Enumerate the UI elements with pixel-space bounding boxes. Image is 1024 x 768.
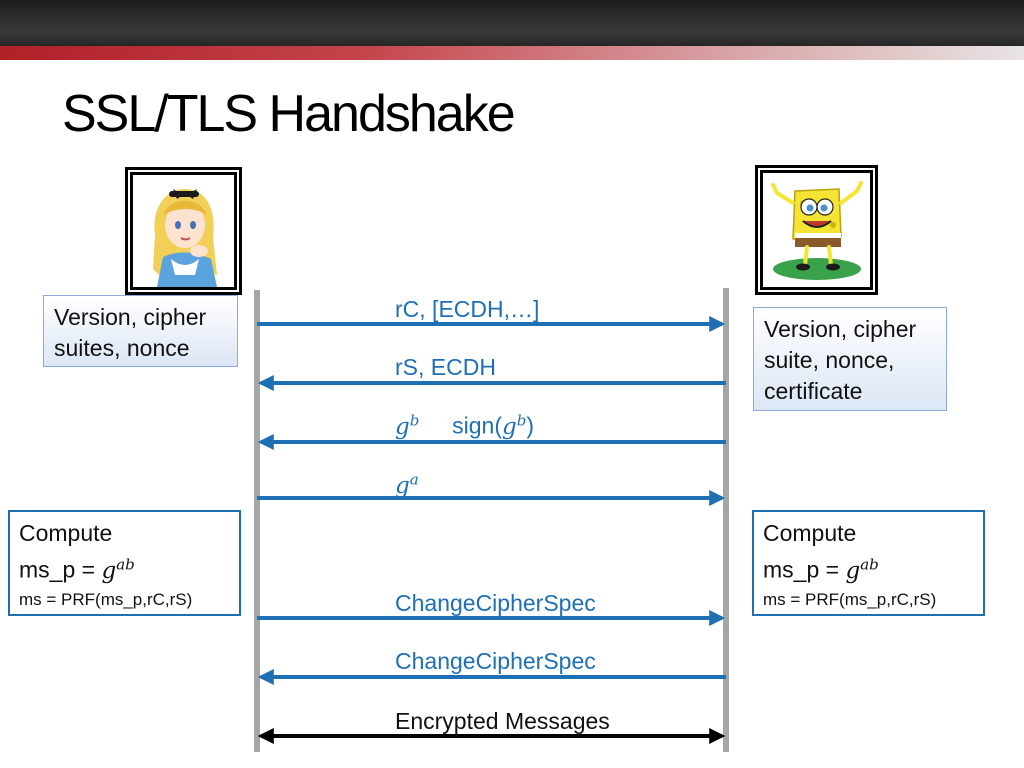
msg-sign-gb-math: gb (501, 411, 527, 440)
msg-server-key-exchange: gb sign(gb) (395, 411, 534, 440)
server-hello-line-1: Version, cipher (764, 316, 917, 342)
client-avatar (130, 172, 237, 290)
client-compute-label: Compute (19, 520, 113, 546)
server-hello-line-2: suite, nonce, (764, 347, 895, 373)
server-hello-info-box: Version, cipher suite, nonce, certificat… (753, 307, 947, 411)
client-compute-box: Compute ms_p = gab ms = PRF(ms_p,rC,rS) (8, 510, 241, 616)
spongebob-portrait-icon (763, 173, 870, 287)
client-ms-p-math: gab (101, 555, 135, 584)
client-ms-formula: ms = PRF(ms_p,rC,rS) (19, 589, 193, 609)
server-hello-line-3: certificate (764, 378, 863, 404)
slide-accent-stripe (0, 46, 1024, 60)
msg-client-change-cipher-spec: ChangeCipherSpec (395, 590, 596, 616)
msg-client-key-exchange: ga (395, 470, 419, 499)
client-ms-p-line: ms_p = gab (19, 555, 135, 584)
server-ms-p-math: gab (845, 555, 879, 584)
client-hello-line-1: Version, cipher (54, 304, 207, 330)
server-compute-label: Compute (763, 520, 857, 546)
msg-gb-math: gb (395, 411, 420, 440)
slide-title: SSL/TLS Handshake (62, 85, 516, 143)
server-ms-formula: ms = PRF(ms_p,rC,rS) (763, 589, 937, 609)
alice-portrait-icon (133, 175, 234, 287)
msg-server-hello: rS, ECDH (395, 354, 496, 380)
msg-server-change-cipher-spec: ChangeCipherSpec (395, 648, 596, 674)
client-hello-info-box: Version, cipher suites, nonce (43, 295, 238, 367)
msg-ga-math: ga (395, 470, 419, 499)
server-ms-p-line: ms_p = gab (763, 555, 879, 584)
slide-header-bar (0, 0, 1024, 46)
client-hello-line-2: suites, nonce (54, 335, 190, 361)
server-avatar (760, 170, 873, 290)
msg-client-hello: rC, [ECDH,…] (395, 296, 540, 322)
msg-encrypted-messages: Encrypted Messages (395, 708, 610, 734)
server-compute-box: Compute ms_p = gab ms = PRF(ms_p,rC,rS) (752, 510, 985, 616)
